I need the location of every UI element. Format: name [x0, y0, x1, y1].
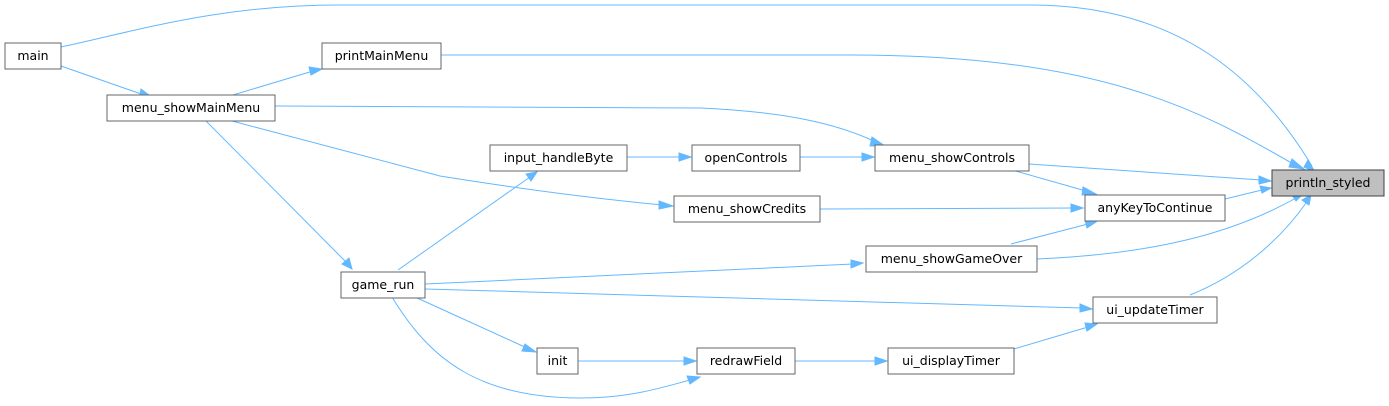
svg-text:ui_displayTimer: ui_displayTimer	[902, 353, 1001, 368]
edge-input-handle-byte-to-open-controls	[627, 152, 693, 162]
edge-menu-show-main-menu-to-print-main-menu	[232, 66, 324, 96]
edge-open-controls-to-menu-show-controls	[800, 152, 876, 162]
edge-menu-show-credits-to-any-key	[819, 203, 1085, 213]
edge-game-run-to-menu-show-game-over	[424, 259, 865, 285]
edge-menu-show-main-menu-to-game-run	[205, 120, 353, 270]
svg-text:menu_showCredits: menu_showCredits	[688, 201, 806, 216]
node-any-key-to-continue[interactable]: anyKeyToContinue	[1084, 194, 1226, 222]
edge-game-run-to-input-handle-byte	[397, 171, 539, 271]
node-menu-show-credits[interactable]: menu_showCredits	[673, 195, 821, 223]
svg-text:println_styled: println_styled	[1286, 175, 1371, 190]
node-println-styled[interactable]: println_styled	[1271, 169, 1385, 197]
edge-menu-show-controls-to-println-styled	[1028, 163, 1273, 185]
svg-text:anyKeyToContinue: anyKeyToContinue	[1097, 200, 1212, 215]
edge-game-run-to-redraw-field	[391, 296, 702, 399]
svg-text:menu_showMainMenu: menu_showMainMenu	[122, 100, 260, 115]
node-redraw-field[interactable]: redrawField	[696, 347, 796, 375]
edge-game-run-to-ui-update-timer	[424, 288, 1094, 313]
edge-menu-show-main-menu-to-menu-show-controls	[274, 105, 887, 147]
svg-text:game_run: game_run	[352, 277, 415, 292]
node-menu-show-main-menu[interactable]: menu_showMainMenu	[106, 94, 276, 122]
node-game-run[interactable]: game_run	[340, 271, 426, 299]
node-menu-show-game-over[interactable]: menu_showGameOver	[865, 245, 1038, 273]
svg-text:ui_updateTimer: ui_updateTimer	[1106, 302, 1204, 317]
svg-text:input_handleByte: input_handleByte	[504, 150, 614, 165]
node-ui-display-timer[interactable]: ui_displayTimer	[887, 347, 1015, 375]
node-menu-show-controls[interactable]: menu_showControls	[874, 144, 1030, 172]
node-ui-update-timer[interactable]: ui_updateTimer	[1092, 296, 1218, 324]
edge-redraw-field-to-ui-display-timer	[795, 356, 889, 366]
edge-menu-show-main-menu-to-menu-show-credits	[231, 120, 675, 210]
edge-any-key-to-println-styled	[1224, 185, 1273, 200]
node-print-main-menu[interactable]: printMainMenu	[321, 42, 442, 70]
node-input-handle-byte[interactable]: input_handleByte	[489, 144, 628, 172]
edge-ui-display-timer-to-ui-update-timer	[1013, 322, 1099, 350]
svg-text:openControls: openControls	[705, 150, 788, 165]
edge-menu-show-game-over-to-any-key	[1010, 219, 1098, 245]
svg-text:redrawField: redrawField	[710, 353, 782, 368]
edge-print-main-menu-to-println-styled	[441, 54, 1306, 170]
edge-ui-update-timer-to-println-styled	[1189, 194, 1312, 296]
svg-text:menu_showGameOver: menu_showGameOver	[881, 251, 1023, 266]
svg-text:printMainMenu: printMainMenu	[335, 48, 429, 63]
svg-text:init: init	[548, 353, 568, 368]
node-init[interactable]: init	[536, 347, 579, 375]
edge-game-run-to-init	[414, 296, 538, 353]
svg-text:main: main	[17, 48, 48, 63]
edge-init-to-redraw-field	[578, 356, 698, 366]
svg-text:menu_showControls: menu_showControls	[889, 150, 1015, 165]
edge-menu-show-controls-to-any-key	[1011, 169, 1098, 196]
node-main[interactable]: main	[4, 42, 62, 70]
node-open-controls[interactable]: openControls	[691, 144, 801, 172]
